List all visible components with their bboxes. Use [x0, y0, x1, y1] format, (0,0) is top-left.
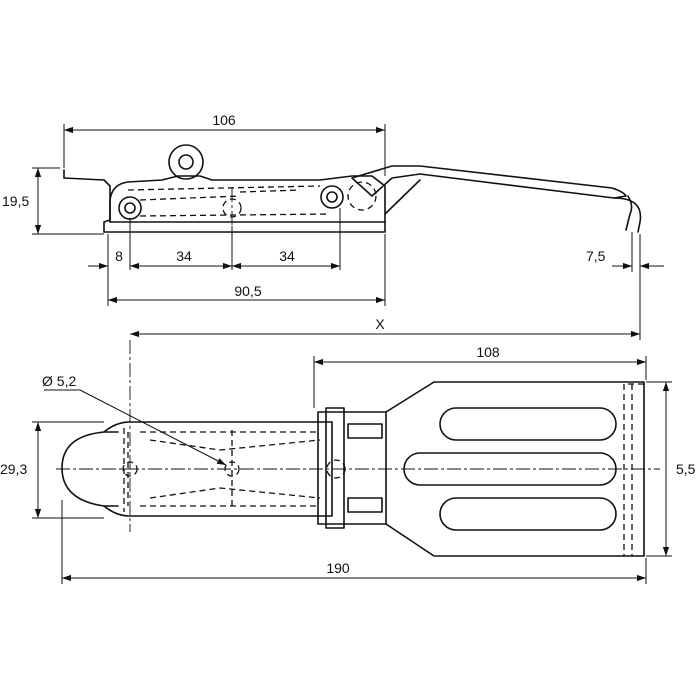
side-pin-right — [326, 191, 338, 203]
side-eyelet-outer — [168, 144, 204, 180]
side-lever — [351, 165, 627, 199]
dim-x: X — [375, 316, 385, 332]
lever-slot-3 — [439, 497, 617, 531]
dim-106: 106 — [212, 112, 236, 128]
top-base-end — [61, 431, 119, 507]
dim-hole-diameter: Ø 5,2 — [42, 373, 76, 389]
side-cam-hidden — [347, 181, 377, 211]
side-pin-left-outer — [118, 196, 142, 220]
dim-34-a: 34 — [176, 248, 192, 264]
top-view — [56, 340, 660, 557]
side-dimensions: 106 19,5 8 34 34 90,5 7,5 X — [2, 112, 664, 340]
side-pin-left — [124, 202, 136, 214]
dim-90-5: 90,5 — [234, 283, 261, 299]
dim-108: 108 — [476, 344, 500, 360]
side-left-tab — [63, 169, 111, 233]
lever-slot-1 — [439, 407, 617, 441]
dim-29-3: 29,3 — [0, 461, 27, 477]
dim-34-b: 34 — [279, 248, 295, 264]
side-pin-right-outer — [320, 185, 344, 209]
side-hook — [613, 195, 642, 233]
dim-8: 8 — [115, 248, 123, 264]
side-body — [109, 175, 386, 223]
side-view — [63, 144, 642, 233]
side-eyelet-hole — [178, 154, 194, 170]
side-base-plate — [103, 221, 386, 233]
dim-7-5: 7,5 — [586, 248, 606, 264]
dim-5-5: 5,5 — [676, 461, 696, 477]
dim-190: 190 — [326, 560, 350, 576]
top-housing — [317, 411, 387, 525]
dim-19-5: 19,5 — [2, 193, 29, 209]
top-dimensions: 108 Ø 5,2 29,3 5,5 190 — [0, 344, 696, 584]
